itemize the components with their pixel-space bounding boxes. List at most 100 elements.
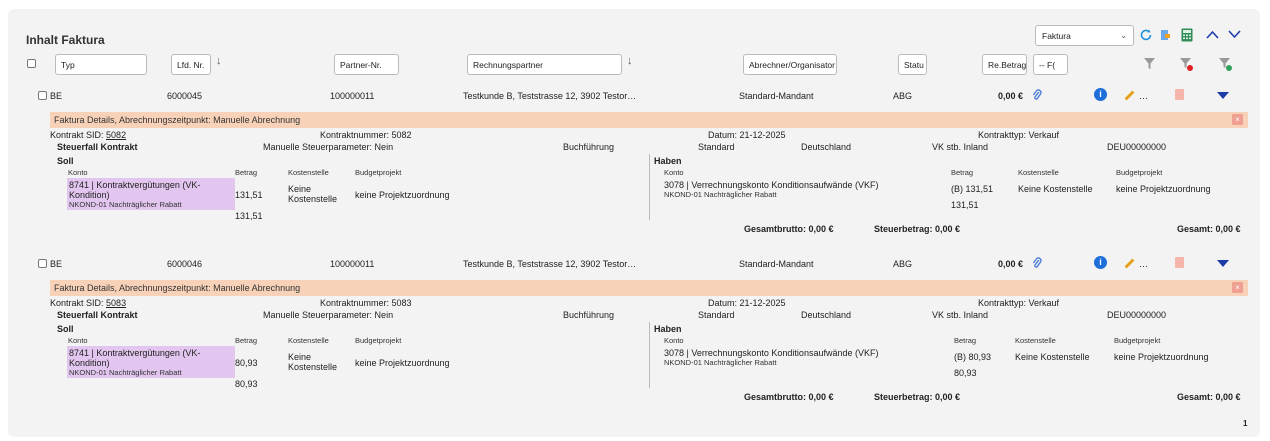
col-konto: Konto bbox=[664, 168, 684, 177]
banner-text: Faktura Details, Abrechnungszeitpunkt: M… bbox=[54, 283, 301, 293]
vk-steuer: VK stb. Inland bbox=[932, 310, 989, 320]
edit-icon[interactable] bbox=[1124, 90, 1135, 101]
sort-arrow-icon[interactable]: ↓ bbox=[627, 55, 633, 67]
attachment-icon[interactable] bbox=[1032, 257, 1042, 269]
filter-typ[interactable]: Typ bbox=[55, 54, 147, 75]
filter-status[interactable]: Statu bbox=[898, 54, 927, 75]
haben-budget: keine Projektzuordnung bbox=[1116, 184, 1211, 194]
view-select[interactable]: Faktura ⌄ bbox=[1035, 25, 1134, 46]
gesamtbrutto: Gesamtbrutto: 0,00 € bbox=[744, 392, 834, 402]
col-betrag: Betrag bbox=[951, 168, 974, 177]
haben-konto: 3078 | Verrechnungskonto Konditionsaufwä… bbox=[664, 180, 879, 190]
col-kostenstelle: Kostenstelle bbox=[288, 168, 329, 177]
vk-steuer: VK stb. Inland bbox=[932, 142, 989, 152]
col-budget: Budgetprojekt bbox=[1114, 336, 1161, 345]
soll-betrag: 80,93 bbox=[235, 358, 258, 368]
delete-icon[interactable] bbox=[1175, 89, 1184, 100]
filter-re-betrag[interactable]: Re.Betrag bbox=[982, 54, 1027, 75]
row-partner-nr: 100000011 bbox=[330, 259, 375, 269]
kontrakt-sid-link[interactable]: 5083 bbox=[106, 298, 127, 308]
expand-icon[interactable] bbox=[1217, 260, 1229, 267]
filter-abrechner[interactable]: Abrechner/Organisator bbox=[743, 54, 837, 75]
edit-icon[interactable] bbox=[1124, 258, 1135, 269]
row-checkbox[interactable] bbox=[38, 259, 47, 268]
info-icon[interactable]: i bbox=[1094, 88, 1107, 101]
buchfuehrung: Buchführung bbox=[563, 142, 615, 152]
save-filter-icon[interactable] bbox=[1218, 57, 1232, 71]
info-icon[interactable]: i bbox=[1094, 256, 1107, 269]
chevron-up-icon[interactable] bbox=[1206, 30, 1219, 39]
soll-heading: Soll bbox=[57, 156, 74, 166]
col-konto: Konto bbox=[68, 168, 88, 177]
delete-icon[interactable] bbox=[1175, 257, 1184, 268]
filter-function[interactable]: -- F( bbox=[1033, 54, 1068, 75]
deu-code: DEU00000000 bbox=[1107, 142, 1167, 152]
row-checkbox[interactable] bbox=[38, 91, 47, 100]
kontrakt-sid-link[interactable]: 5082 bbox=[106, 130, 127, 140]
chevron-down-icon[interactable] bbox=[1228, 30, 1241, 39]
steuerparameter: Manuelle Steuerparameter: Nein bbox=[263, 142, 394, 152]
land: Deutschland bbox=[801, 142, 852, 152]
deu-code: DEU00000000 bbox=[1107, 310, 1167, 320]
haben-summe: 80,93 bbox=[954, 368, 977, 378]
row-abrechner: Standard-Mandant bbox=[739, 259, 814, 269]
row-rechnungspartner: Testkunde B, Teststrasse 12, 3902 Testor… bbox=[463, 259, 637, 269]
more-icon[interactable]: … bbox=[1139, 91, 1148, 101]
gesamt: Gesamt: 0,00 € bbox=[1177, 224, 1241, 234]
refresh-icon[interactable] bbox=[1139, 28, 1153, 42]
col-konto: Konto bbox=[664, 336, 684, 345]
soll-konto: 8741 | Kontraktvergütungen (VK-Kondition… bbox=[69, 348, 201, 368]
filter-rechnungspartner[interactable]: Rechnungspartner bbox=[467, 54, 622, 75]
col-betrag: Betrag bbox=[235, 168, 258, 177]
banner-text: Faktura Details, Abrechnungszeitpunkt: M… bbox=[54, 115, 301, 125]
page-number[interactable]: 1 bbox=[1243, 419, 1248, 428]
clear-filter-icon[interactable] bbox=[1179, 57, 1193, 71]
buchfuehrung: Buchführung bbox=[563, 310, 615, 320]
haben-heading: Haben bbox=[654, 324, 682, 334]
expand-icon[interactable] bbox=[1217, 92, 1229, 99]
haben-kostenstelle: Keine Kostenstelle bbox=[1018, 184, 1093, 194]
close-icon[interactable]: × bbox=[1232, 114, 1243, 125]
faktura-panel: Inhalt Faktura Faktura ⌄ Typ Lfd. Nr. ↓ … bbox=[8, 9, 1260, 437]
export-doc-icon[interactable] bbox=[1160, 29, 1171, 41]
soll-konto-sub: NKOND-01 Nachträglicher Rabatt bbox=[69, 200, 182, 209]
soll-konto-sub: NKOND-01 Nachträglicher Rabatt bbox=[69, 368, 182, 377]
haben-kostenstelle: Keine Kostenstelle bbox=[1015, 352, 1090, 362]
land: Deutschland bbox=[801, 310, 852, 320]
close-icon[interactable]: × bbox=[1232, 282, 1243, 293]
more-icon[interactable]: … bbox=[1139, 259, 1148, 269]
filter-icon[interactable] bbox=[1143, 57, 1156, 70]
soll-konto: 8741 | Kontraktvergütungen (VK-Kondition… bbox=[69, 180, 201, 200]
select-all-checkbox[interactable] bbox=[27, 59, 36, 68]
soll-kostenstelle: Keine Kostenstelle bbox=[288, 184, 338, 204]
row-lfd-nr: 6000045 bbox=[167, 91, 203, 101]
soll-kostenstelle: Keine Kostenstelle bbox=[288, 352, 338, 372]
sort-arrow-icon[interactable]: ↓ bbox=[216, 55, 222, 67]
haben-budget: keine Projektzuordnung bbox=[1114, 352, 1209, 362]
faktura-details-banner: Faktura Details, Abrechnungszeitpunkt: M… bbox=[50, 112, 1248, 128]
kontraktnummer: Kontraktnummer: 5082 bbox=[320, 130, 412, 140]
gesamtbrutto: Gesamtbrutto: 0,00 € bbox=[744, 224, 834, 234]
haben-konto-sub: NKOND-01 Nachträglicher Rabatt bbox=[664, 190, 777, 199]
row-abrechner: Standard-Mandant bbox=[739, 91, 814, 101]
haben-summe: 131,51 bbox=[951, 200, 979, 210]
row-status: ABG bbox=[893, 91, 913, 101]
soll-budget: keine Projektzuordnung bbox=[355, 358, 450, 368]
filter-partner-nr[interactable]: Partner-Nr. bbox=[334, 54, 399, 75]
kontrakt-sid: Kontrakt SID: 5082 bbox=[50, 130, 126, 140]
calculator-icon[interactable] bbox=[1181, 28, 1193, 42]
filter-lfd-nr[interactable]: Lfd. Nr. bbox=[171, 54, 211, 75]
soll-budget: keine Projektzuordnung bbox=[355, 190, 450, 200]
soll-konto-cell bbox=[67, 178, 235, 210]
steuerparameter: Manuelle Steuerparameter: Nein bbox=[263, 310, 394, 320]
col-budget: Budgetprojekt bbox=[355, 336, 402, 345]
col-kostenstelle: Kostenstelle bbox=[1015, 336, 1056, 345]
steuerfall-label: Steuerfall Kontrakt bbox=[57, 310, 138, 320]
kontrakt-sid-label: Kontrakt SID: bbox=[50, 298, 104, 308]
attachment-icon[interactable] bbox=[1032, 89, 1042, 101]
row-typ: BE bbox=[50, 259, 63, 269]
filter-function-value: -- F( bbox=[1039, 59, 1056, 70]
soll-summe: 131,51 bbox=[235, 211, 263, 221]
col-betrag: Betrag bbox=[954, 336, 977, 345]
col-konto: Konto bbox=[68, 336, 88, 345]
